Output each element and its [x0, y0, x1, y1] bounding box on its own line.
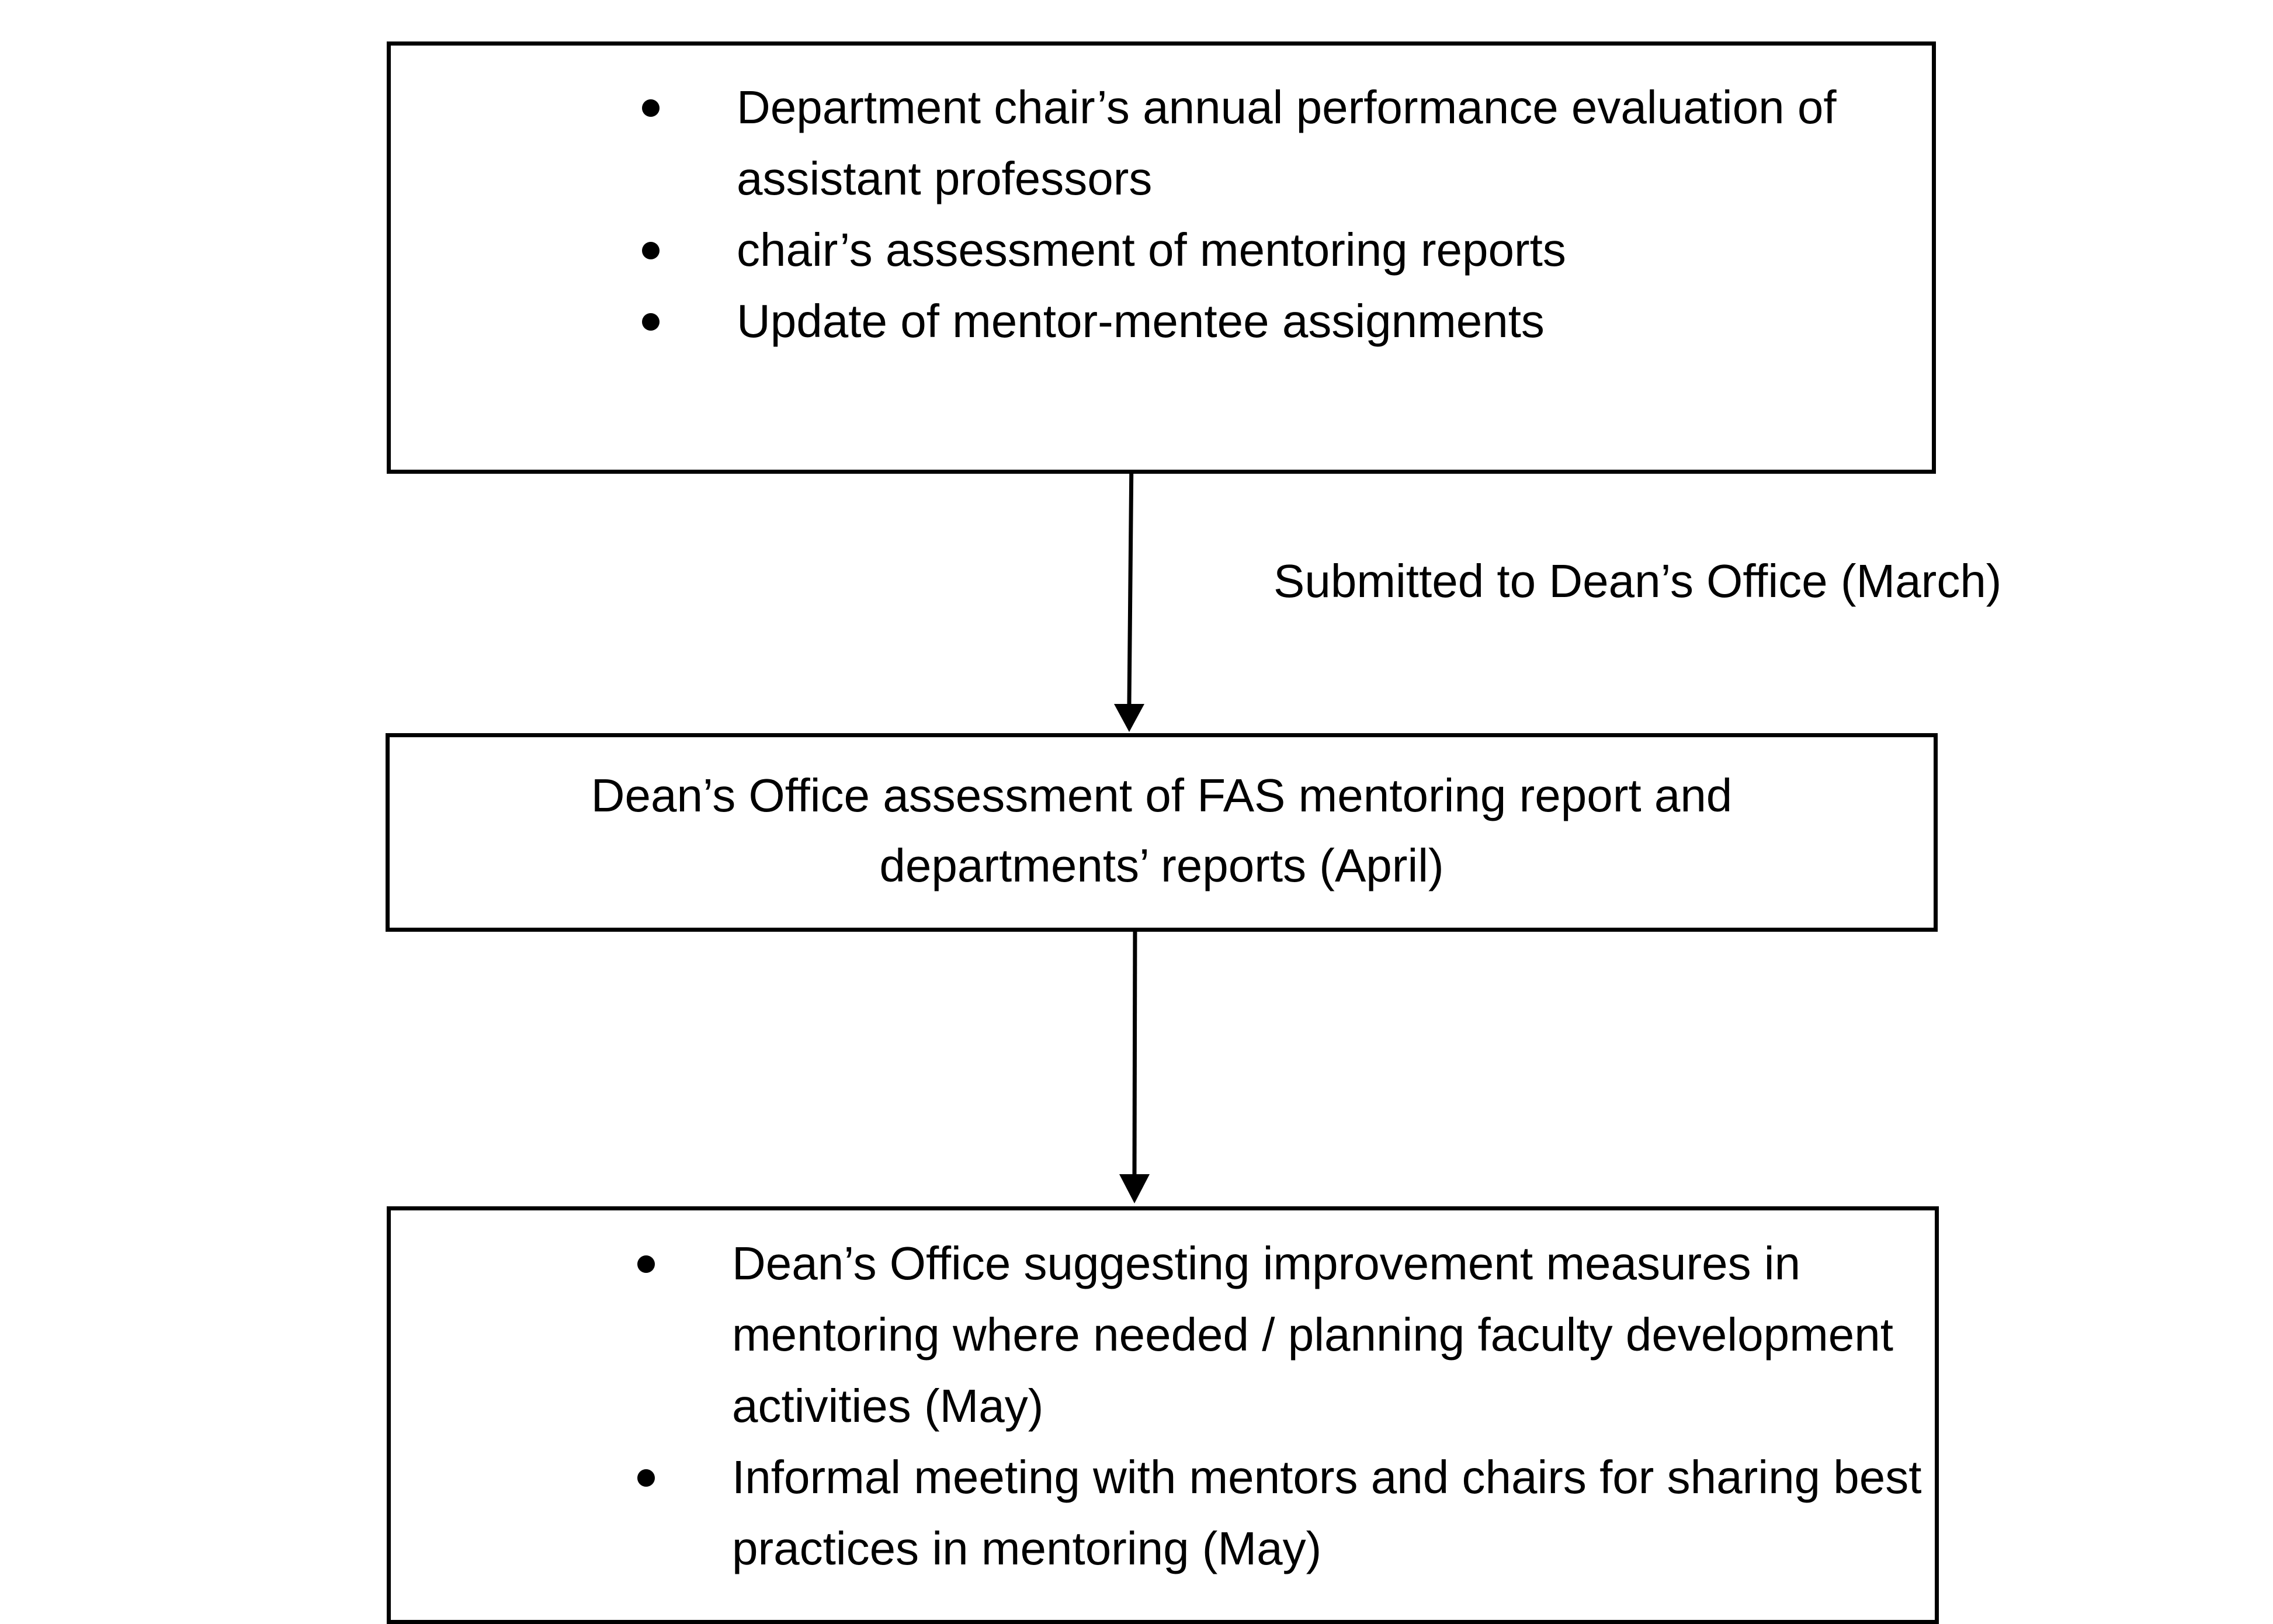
bottom-box-item: Informal meeting with mentors and chairs…	[637, 1442, 1922, 1584]
arrow-middle-to-bottom	[1132, 922, 1137, 1175]
top-box-item: chair’s assessment of mentoring reports	[642, 214, 1915, 286]
bullet-icon	[642, 313, 660, 331]
top-box-list: Department chair’s annual performance ev…	[642, 72, 1915, 357]
top-box: Department chair’s annual performance ev…	[387, 41, 1936, 474]
edge-label-top-to-middle: Submitted to Dean’s Office (March)	[1273, 555, 2002, 607]
top-box-item-text: Department chair’s annual performance ev…	[737, 81, 1837, 204]
top-box-item: Department chair’s annual performance ev…	[642, 72, 1915, 214]
middle-box: Dean’s Office assessment of FAS mentorin…	[386, 733, 1938, 932]
middle-box-text: Dean’s Office assessment of FAS mentorin…	[591, 769, 1733, 891]
bottom-box-item-text: Informal meeting with mentors and chairs…	[732, 1451, 1922, 1574]
arrowhead-middle-to-bottom	[1119, 1174, 1150, 1203]
bullet-icon	[637, 1469, 655, 1487]
top-box-item-text: chair’s assessment of mentoring reports	[737, 224, 1566, 276]
top-box-item: Update of mentor-mentee assignments	[642, 286, 1915, 357]
bottom-box-item-text: Dean’s Office suggesting improvement mea…	[732, 1237, 1893, 1432]
top-box-item-text: Update of mentor-mentee assignments	[737, 295, 1545, 347]
bullet-icon	[637, 1255, 655, 1273]
bottom-box-list: Dean’s Office suggesting improvement mea…	[637, 1228, 1922, 1584]
arrow-top-to-middle	[1127, 455, 1134, 705]
bullet-icon	[642, 99, 660, 117]
bottom-box-item: Dean’s Office suggesting improvement mea…	[637, 1228, 1922, 1442]
bottom-box: Dean’s Office suggesting improvement mea…	[387, 1206, 1939, 1624]
arrowhead-top-to-middle	[1114, 704, 1144, 732]
bullet-icon	[642, 242, 660, 259]
